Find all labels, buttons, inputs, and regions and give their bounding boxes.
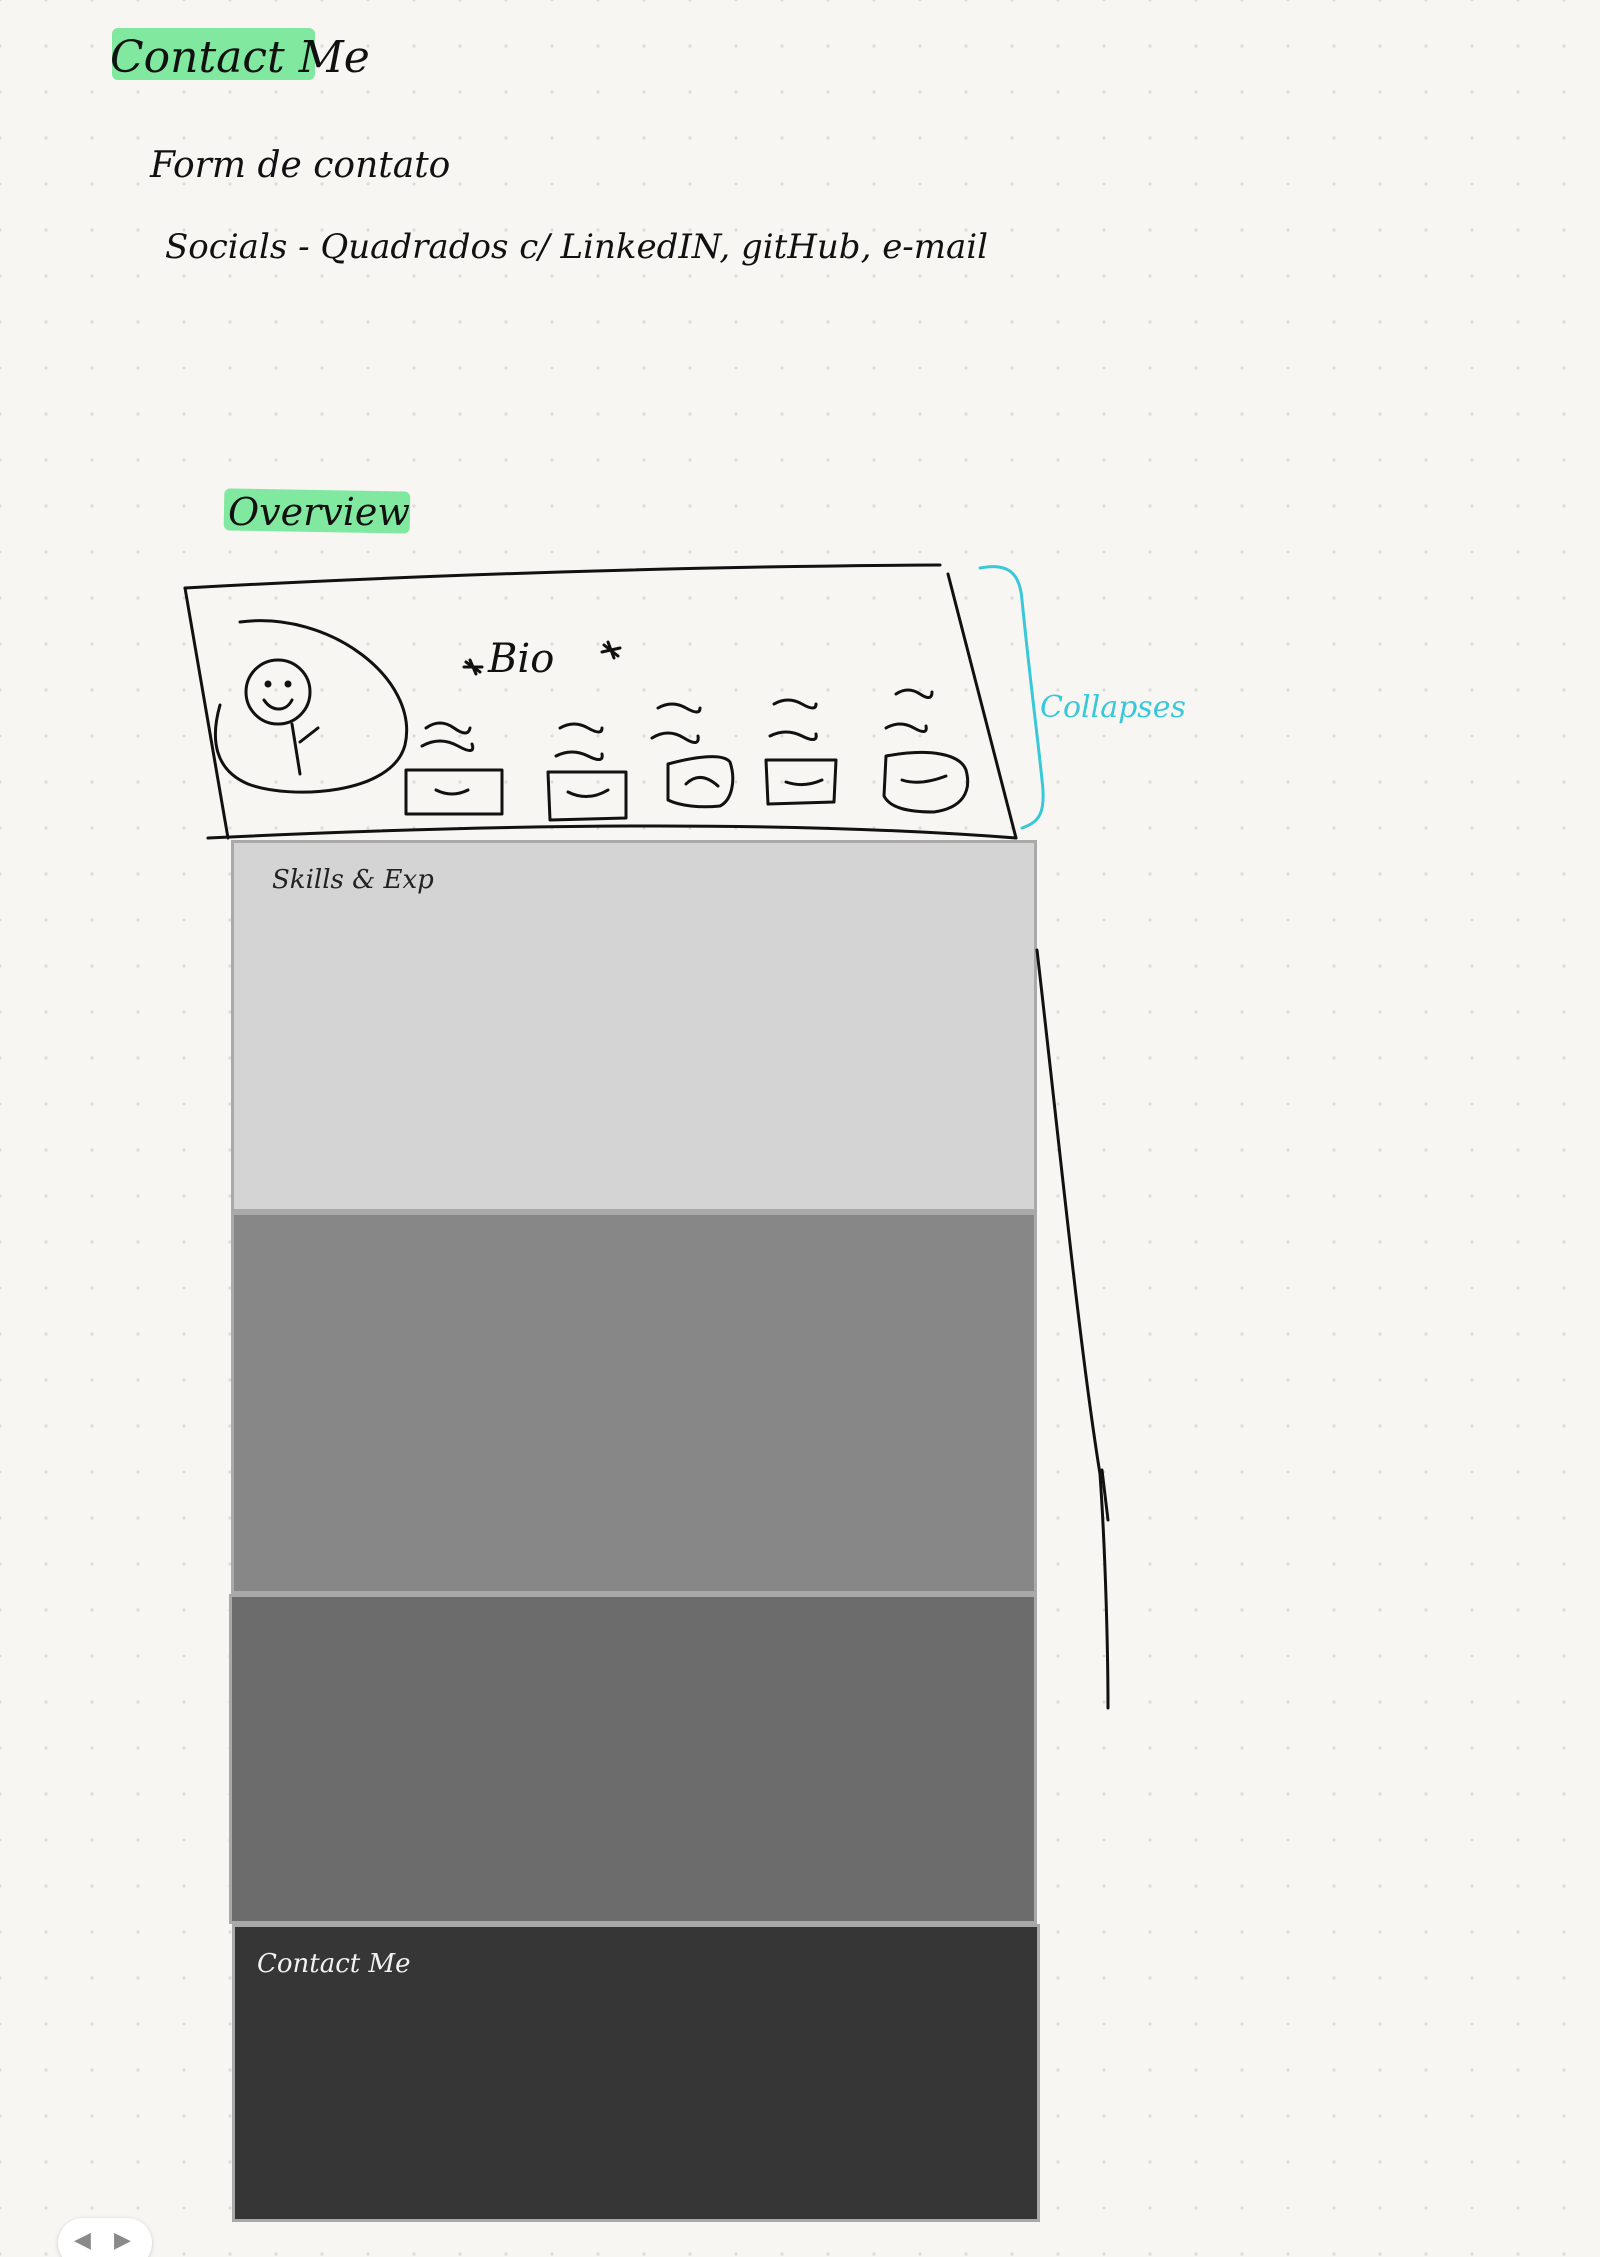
contact-me-section: Contact Me	[232, 1924, 1040, 2222]
arrow-right-icon[interactable]: ▶	[114, 2228, 131, 2253]
bio-label: Bio	[488, 636, 554, 682]
socials-note: Socials - Quadrados c/ LinkedIN, gitHub,…	[165, 227, 989, 267]
bio-text: Bio	[488, 636, 555, 682]
form-note: Form de contato	[150, 145, 451, 186]
contact-me-label: Contact Me	[257, 1949, 411, 1979]
star-left-icon	[462, 658, 484, 676]
link-box-3	[666, 755, 735, 809]
star-right-icon	[600, 640, 622, 660]
header-box-right	[946, 572, 1018, 840]
link-box-5	[882, 750, 970, 814]
skills-exp-label: Skills & Exp	[272, 865, 434, 895]
skills-exp-section: Skills & Exp	[231, 840, 1037, 1212]
collapse-line	[1035, 948, 1110, 1710]
link-box-2	[546, 770, 628, 822]
section-block-3	[229, 1594, 1037, 1924]
avatar-oval	[213, 619, 409, 794]
section-block-2	[231, 1212, 1037, 1594]
overview-heading: Overview	[228, 490, 410, 534]
header-box-bottom	[206, 824, 1018, 840]
collapse-bracket	[978, 565, 1045, 830]
header-box-left	[183, 586, 230, 840]
contact-heading-highlight	[112, 28, 315, 80]
link-box-1	[404, 768, 504, 816]
collapses-label: Collapses	[1040, 690, 1186, 725]
link-box-4	[764, 758, 838, 806]
arrow-left-icon[interactable]: ◀	[74, 2228, 91, 2253]
contact-me-heading: Contact Me	[110, 32, 370, 83]
page-pager: ◀ ▶	[58, 2218, 152, 2257]
avatar-icon	[244, 658, 312, 726]
header-box-top	[183, 563, 942, 590]
